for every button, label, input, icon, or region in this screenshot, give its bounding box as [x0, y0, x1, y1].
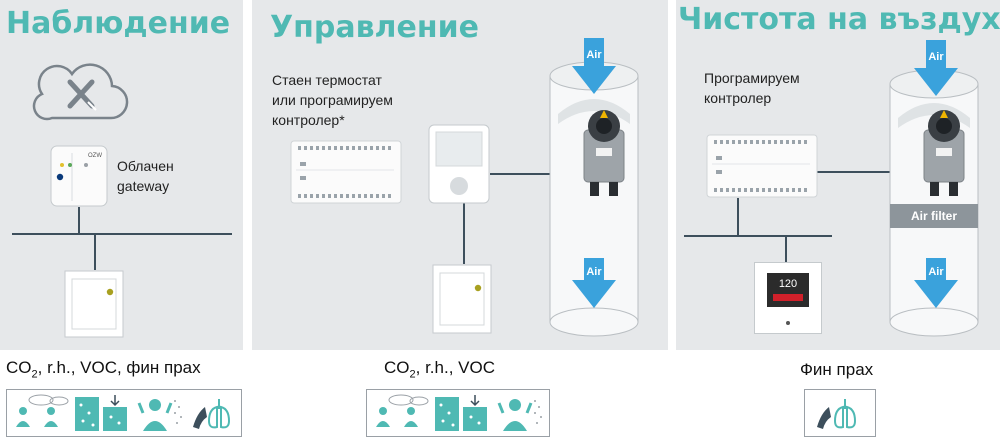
room-sensor-control: [432, 264, 492, 334]
gateway-label-line2: gateway: [117, 178, 170, 194]
caption-air-purity: Фин прах: [800, 360, 874, 379]
room-sensor: [64, 270, 124, 338]
air-arrow-down-icon: Air: [572, 38, 616, 94]
lungs-hand-icon: [193, 399, 231, 429]
sensor-value: 120: [778, 278, 798, 290]
caption-co-text: CO: [6, 358, 32, 377]
panel-air-purity: Чистота на въздуха Програмируем контроле…: [676, 0, 1000, 350]
panel-title-air-purity: Чистота на въздуха: [678, 2, 1000, 37]
panel-monitoring: Наблюдение OZW Облачен gateway: [0, 0, 243, 350]
caption-subscript: 2: [31, 368, 38, 381]
air-arrow-down-icon: Air: [572, 258, 616, 308]
gateway-label-line1: Облачен: [117, 158, 174, 174]
monitoring-bus-lines: [12, 207, 232, 270]
caption-subscript: 2: [409, 368, 416, 381]
particles-box-icon: [435, 395, 487, 431]
air-arrow-down-icon: Air: [914, 258, 958, 308]
pm-display-sensor: 120: [754, 262, 822, 334]
people-chat-icon: [376, 394, 429, 427]
damper-actuator: [583, 110, 625, 196]
breathing-person-icon: [497, 399, 542, 431]
air-filter-label: Air filter: [910, 209, 957, 223]
people-chat-icon: [16, 394, 69, 427]
thermostat-label-line1: Стаен термостат: [272, 72, 382, 88]
breathing-person-icon: [137, 399, 182, 431]
controller-label-line2: контролер: [704, 90, 772, 106]
sensor-screen: 120: [767, 273, 809, 307]
caption-co-text: CO: [384, 358, 410, 377]
controller-label: Програмируем контролер: [704, 68, 800, 108]
panel-title-monitoring: Наблюдение: [6, 6, 231, 41]
room-thermostat: [428, 124, 490, 204]
lungs-hand-icon: [817, 399, 857, 429]
air-top-label: Air: [928, 51, 944, 63]
thermostat-label-line3: контролер*: [272, 112, 345, 128]
thermostat-label-line2: или програмируем: [272, 92, 393, 108]
sensor-status-bar: [773, 294, 803, 301]
panel-control: Управление Стаен термостат или програмир…: [252, 0, 668, 350]
cloud-gateway-device: OZW: [50, 145, 108, 207]
caption-control: CO2, r.h., VOC: [384, 358, 495, 380]
cloud-icon: [32, 63, 129, 121]
air-bottom-label: Air: [928, 266, 944, 278]
controller-label-line1: Програмируем: [704, 70, 800, 86]
thermostat-label: Стаен термостат или програмируем контрол…: [272, 70, 393, 130]
particles-box-icon: [75, 395, 127, 431]
icon-strip-air-purity: [804, 389, 876, 437]
caption-rest: , r.h., VOC, фин прах: [37, 358, 201, 377]
air-arrow-down-icon: Air: [914, 40, 958, 96]
damper-actuator: [923, 110, 965, 196]
air-top-label: Air: [586, 49, 602, 61]
programmable-controller: [706, 134, 818, 198]
gateway-label: Облачен gateway: [117, 156, 174, 196]
panel-title-control: Управление: [270, 10, 479, 45]
sensor-led: [786, 321, 790, 325]
icon-strip-monitoring: [6, 389, 242, 437]
device-brand-label: OZW: [88, 153, 102, 159]
caption-monitoring: CO2, r.h., VOC, фин прах: [6, 358, 201, 380]
programmable-controller: [290, 140, 402, 204]
caption-rest: , r.h., VOC: [415, 358, 495, 377]
air-bottom-label: Air: [586, 266, 602, 278]
icon-strip-control: [366, 389, 550, 437]
